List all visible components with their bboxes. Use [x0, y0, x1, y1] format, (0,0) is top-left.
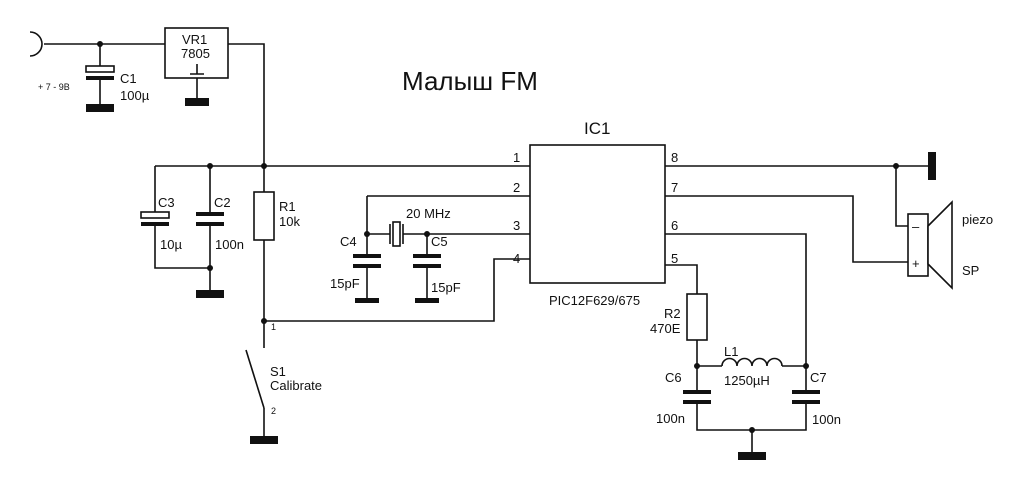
c1-ref: C1 — [120, 71, 137, 86]
s1-pin1: 1 — [271, 322, 276, 332]
capacitor-c2: C2 100n — [196, 195, 244, 252]
c7-ref: C7 — [810, 370, 827, 385]
c6-value: 100n — [656, 411, 685, 426]
c3-ref: C3 — [158, 195, 175, 210]
c6-ref: C6 — [665, 370, 682, 385]
ground-c4 — [355, 298, 379, 303]
ic1-pin-1: 1 — [513, 150, 520, 165]
switch-s1: 1 S1 Calibrate 2 — [245, 322, 322, 416]
crystal-20mhz: 20 MHz — [389, 206, 451, 247]
capacitor-c5: C5 15pF — [413, 234, 461, 295]
c2-ref: C2 — [214, 195, 231, 210]
ic1-pin-3: 3 — [513, 218, 520, 233]
capacitor-c6: C6 100n — [656, 370, 711, 426]
ic1-microcontroller: IC1 PIC12F629/675 1 2 3 4 5 6 7 8 — [513, 119, 678, 308]
ic1-pin-8: 8 — [671, 150, 678, 165]
ic1-pin-4: 4 — [513, 251, 520, 266]
diagram-title: Малыш FM — [402, 66, 538, 96]
c4-ref: C4 — [340, 234, 357, 249]
resistor-r2: R2 470E — [650, 293, 708, 341]
capacitor-c4: C4 15pF — [330, 234, 381, 291]
ground-pin8 — [928, 152, 936, 180]
vr1-value: 7805 — [181, 46, 210, 61]
ground-c1 — [86, 104, 114, 112]
inductor-l1: L1 1250µH — [721, 344, 783, 388]
capacitor-c7: C7 100n — [792, 370, 841, 427]
c3-value: 10µ — [160, 237, 182, 252]
junction-dots — [97, 41, 899, 433]
l1-ref: L1 — [724, 344, 738, 359]
r2-value: 470E — [650, 321, 681, 336]
r1-ref: R1 — [279, 199, 296, 214]
c5-value: 15pF — [431, 280, 461, 295]
c1-value: 100µ — [120, 88, 150, 103]
r2-ref: R2 — [664, 306, 681, 321]
piezo-speaker: – + piezo SP — [907, 200, 993, 290]
resistor-r1: R1 10k — [253, 191, 300, 241]
ground-s1 — [250, 436, 278, 444]
power-input-jack — [29, 31, 43, 57]
c5-ref: C5 — [431, 234, 448, 249]
s1-pin2: 2 — [271, 406, 276, 416]
speaker-label-piezo: piezo — [962, 212, 993, 227]
ic1-ref: IC1 — [584, 119, 610, 138]
c4-value: 15pF — [330, 276, 360, 291]
ic1-pin-2: 2 — [513, 180, 520, 195]
ground-c5 — [415, 298, 439, 303]
c2-value: 100n — [215, 237, 244, 252]
ic1-pin-6: 6 — [671, 218, 678, 233]
ic1-pin-5: 5 — [671, 251, 678, 266]
c7-value: 100n — [812, 412, 841, 427]
ground-c2 — [196, 290, 224, 298]
speaker-label-sp: SP — [962, 263, 979, 278]
speaker-plus: + — [912, 256, 920, 271]
s1-ref: S1 — [270, 364, 286, 379]
ic1-part: PIC12F629/675 — [549, 293, 640, 308]
capacitor-c3: C3 10µ — [140, 195, 182, 252]
vr1-ref: VR1 — [182, 32, 207, 47]
capacitor-c1: C1 100µ — [85, 65, 150, 103]
crystal-value: 20 MHz — [406, 206, 451, 221]
ground-c6-c7 — [738, 452, 766, 460]
l1-value: 1250µH — [724, 373, 770, 388]
wires — [44, 43, 928, 452]
ground-vr1 — [185, 98, 209, 106]
s1-label: Calibrate — [270, 378, 322, 393]
regulator-vr1: VR1 7805 — [164, 27, 229, 79]
speaker-minus: – — [912, 219, 920, 234]
power-label: + 7 - 9В — [38, 82, 70, 92]
ic1-pin-7: 7 — [671, 180, 678, 195]
r1-value: 10k — [279, 214, 300, 229]
